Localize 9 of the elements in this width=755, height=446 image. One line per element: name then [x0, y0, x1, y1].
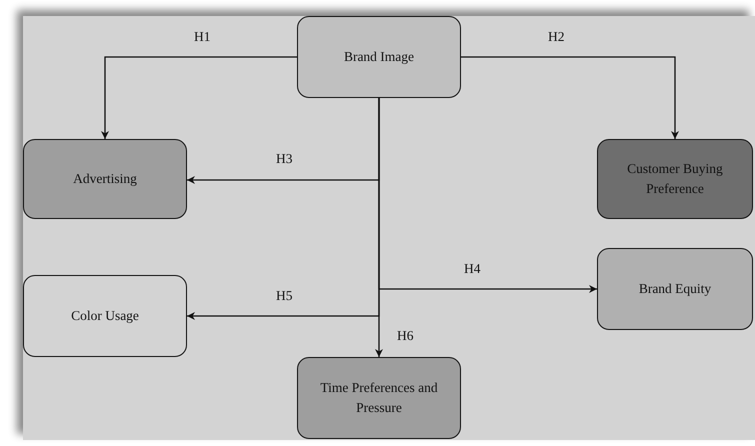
- arrow: [461, 56, 679, 139]
- arrow: [101, 56, 297, 139]
- process-box: Color Usage: [23, 275, 187, 357]
- process-box: Brand Equity: [597, 248, 753, 330]
- process-box: Advertising: [23, 139, 187, 219]
- arrow: [375, 98, 383, 357]
- process-box: Brand Image: [297, 16, 461, 98]
- process-box: Customer Buying Preference: [597, 139, 753, 219]
- process-box: Time Preferences and Pressure: [297, 357, 461, 439]
